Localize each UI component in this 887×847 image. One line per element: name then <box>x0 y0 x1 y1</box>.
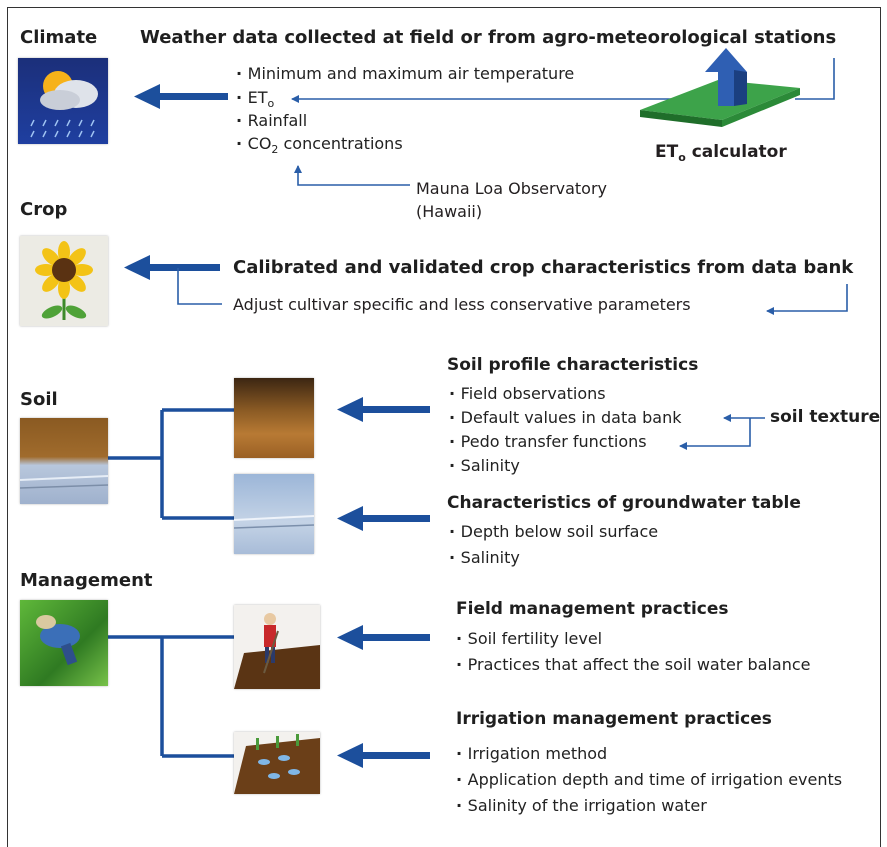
crop-adjust-arrow <box>766 284 848 315</box>
observatory-to-co2-arrow <box>294 165 410 186</box>
groundwater-arrow <box>337 506 430 531</box>
soil-profile-image <box>19 418 109 504</box>
eto-calculator-icon <box>640 48 800 127</box>
field-item-water-balance: Practices that affect the soil water bal… <box>456 655 811 674</box>
management-title: Management <box>20 570 153 591</box>
climate-header: Weather data collected at field or from … <box>140 27 837 48</box>
diagram-frame <box>7 7 881 847</box>
climate-item-co2: CO2 concentrations <box>236 134 403 156</box>
observatory-line1: Mauna Loa Observatory <box>416 179 607 198</box>
soil-item-pedo-transfer: Pedo transfer functions <box>449 432 647 451</box>
soil-item-salinity: Salinity <box>449 456 520 475</box>
crop-header: Calibrated and validated crop characteri… <box>233 257 854 278</box>
field-management-header: Field management practices <box>456 599 729 619</box>
crop-adjust-text: Adjust cultivar specific and less conser… <box>233 295 691 314</box>
irrigation-item-method: Irrigation method <box>456 744 608 763</box>
climate-item-eto: ETo <box>236 88 275 110</box>
groundwater-item-salinity: Salinity <box>449 548 520 567</box>
irrigation-practice-image <box>234 732 320 794</box>
irrigation-item-salinity: Salinity of the irrigation water <box>456 796 707 815</box>
irrigation-header: Irrigation management practices <box>456 709 772 729</box>
soil-texture-label: soil texture <box>770 407 881 427</box>
eto-calculator-label: ETo calculator <box>655 142 787 164</box>
climate-item-rainfall: Rainfall <box>236 111 307 130</box>
soil-tree <box>108 408 234 520</box>
soil-profile-header: Soil profile characteristics <box>447 355 699 375</box>
climate-title: Climate <box>20 27 98 48</box>
climate-item-temperature: Minimum and maximum air temperature <box>236 64 575 83</box>
groundwater-header: Characteristics of groundwater table <box>447 493 801 513</box>
weather-icon <box>18 58 108 144</box>
soil-item-default-values: Default values in data bank <box>449 408 682 427</box>
observatory-line2: (Hawaii) <box>416 202 483 221</box>
soil-title: Soil <box>20 389 58 410</box>
management-tree <box>108 635 234 758</box>
farmer-image <box>20 600 108 686</box>
irrigation-arrow <box>337 743 430 768</box>
crop-title: Crop <box>20 199 68 220</box>
field-management-arrow <box>337 625 430 650</box>
soil-item-field-observations: Field observations <box>449 384 606 403</box>
soil-profile-arrow <box>337 397 430 422</box>
sunflower-icon <box>20 236 108 326</box>
texture-to-pedo-arrow <box>679 418 751 450</box>
groundwater-item-depth: Depth below soil surface <box>449 522 658 541</box>
groundwater-image <box>233 474 315 554</box>
field-item-fertility: Soil fertility level <box>456 629 602 648</box>
crop-bracket-left <box>177 268 222 305</box>
stations-to-calculator-line <box>795 58 835 100</box>
climate-arrow <box>134 84 228 109</box>
irrigation-item-depth-time: Application depth and time of irrigation… <box>456 770 842 789</box>
crop-arrow <box>124 255 220 280</box>
soil-layers-image <box>234 378 314 458</box>
field-practice-image <box>234 605 320 689</box>
